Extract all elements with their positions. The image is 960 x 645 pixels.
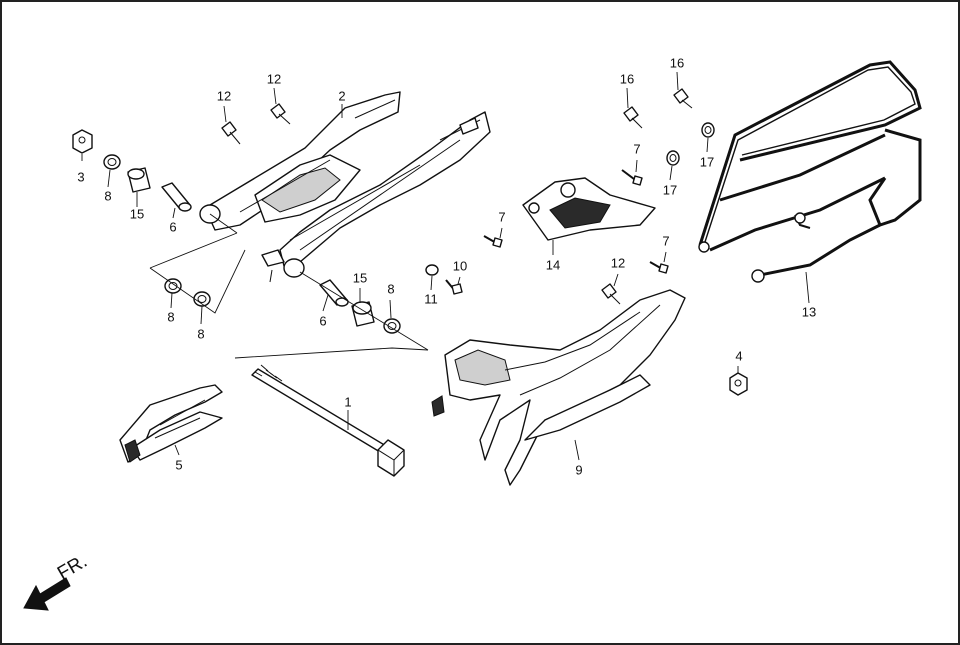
callout-16a: 16 xyxy=(620,71,634,86)
callout-17a: 17 xyxy=(700,154,714,169)
callout-16b: 16 xyxy=(670,55,684,70)
callout-6a: 6 xyxy=(169,219,176,234)
callout-7c: 7 xyxy=(662,233,669,248)
callout-15a: 15 xyxy=(130,206,144,221)
callout-4: 4 xyxy=(735,348,742,363)
callout-7b: 7 xyxy=(498,209,505,224)
chain-case-top xyxy=(522,177,656,241)
chain-slider xyxy=(119,384,223,463)
callout-9: 9 xyxy=(575,462,582,477)
leader-lines xyxy=(81,71,810,461)
callout-12b: 12 xyxy=(267,71,281,86)
callout-11: 11 xyxy=(424,291,438,306)
callout-10: 10 xyxy=(453,258,467,273)
swing-arm xyxy=(199,91,491,283)
callout-15b: 15 xyxy=(353,270,367,285)
callout-3: 3 xyxy=(77,169,84,184)
callout-14: 14 xyxy=(546,257,560,272)
callout-8a: 8 xyxy=(104,188,111,203)
callout-8b: 8 xyxy=(167,309,174,324)
callout-1: 1 xyxy=(344,394,351,409)
callout-5: 5 xyxy=(175,457,182,472)
callout-13: 13 xyxy=(802,304,816,319)
pivot-bolt xyxy=(251,364,405,477)
callout-17b: 17 xyxy=(663,182,677,197)
callout-2: 2 xyxy=(338,88,345,103)
luggage-rack xyxy=(698,60,922,283)
front-direction-label: FR. xyxy=(54,551,91,584)
chain-cover xyxy=(431,289,686,486)
hardware-parts xyxy=(72,88,748,396)
callout-12c: 12 xyxy=(611,255,625,270)
callout-labels: 1 2 3 4 5 6 6 7 7 7 7 8 8 8 8 9 10 11 12… xyxy=(77,55,816,477)
callout-12a: 12 xyxy=(217,88,231,103)
callout-7a: 7 xyxy=(633,141,640,156)
front-direction-arrow: FR. xyxy=(23,551,91,611)
callout-6b: 6 xyxy=(319,313,326,328)
callout-8c: 8 xyxy=(197,326,204,341)
callout-8d: 8 xyxy=(387,281,394,296)
